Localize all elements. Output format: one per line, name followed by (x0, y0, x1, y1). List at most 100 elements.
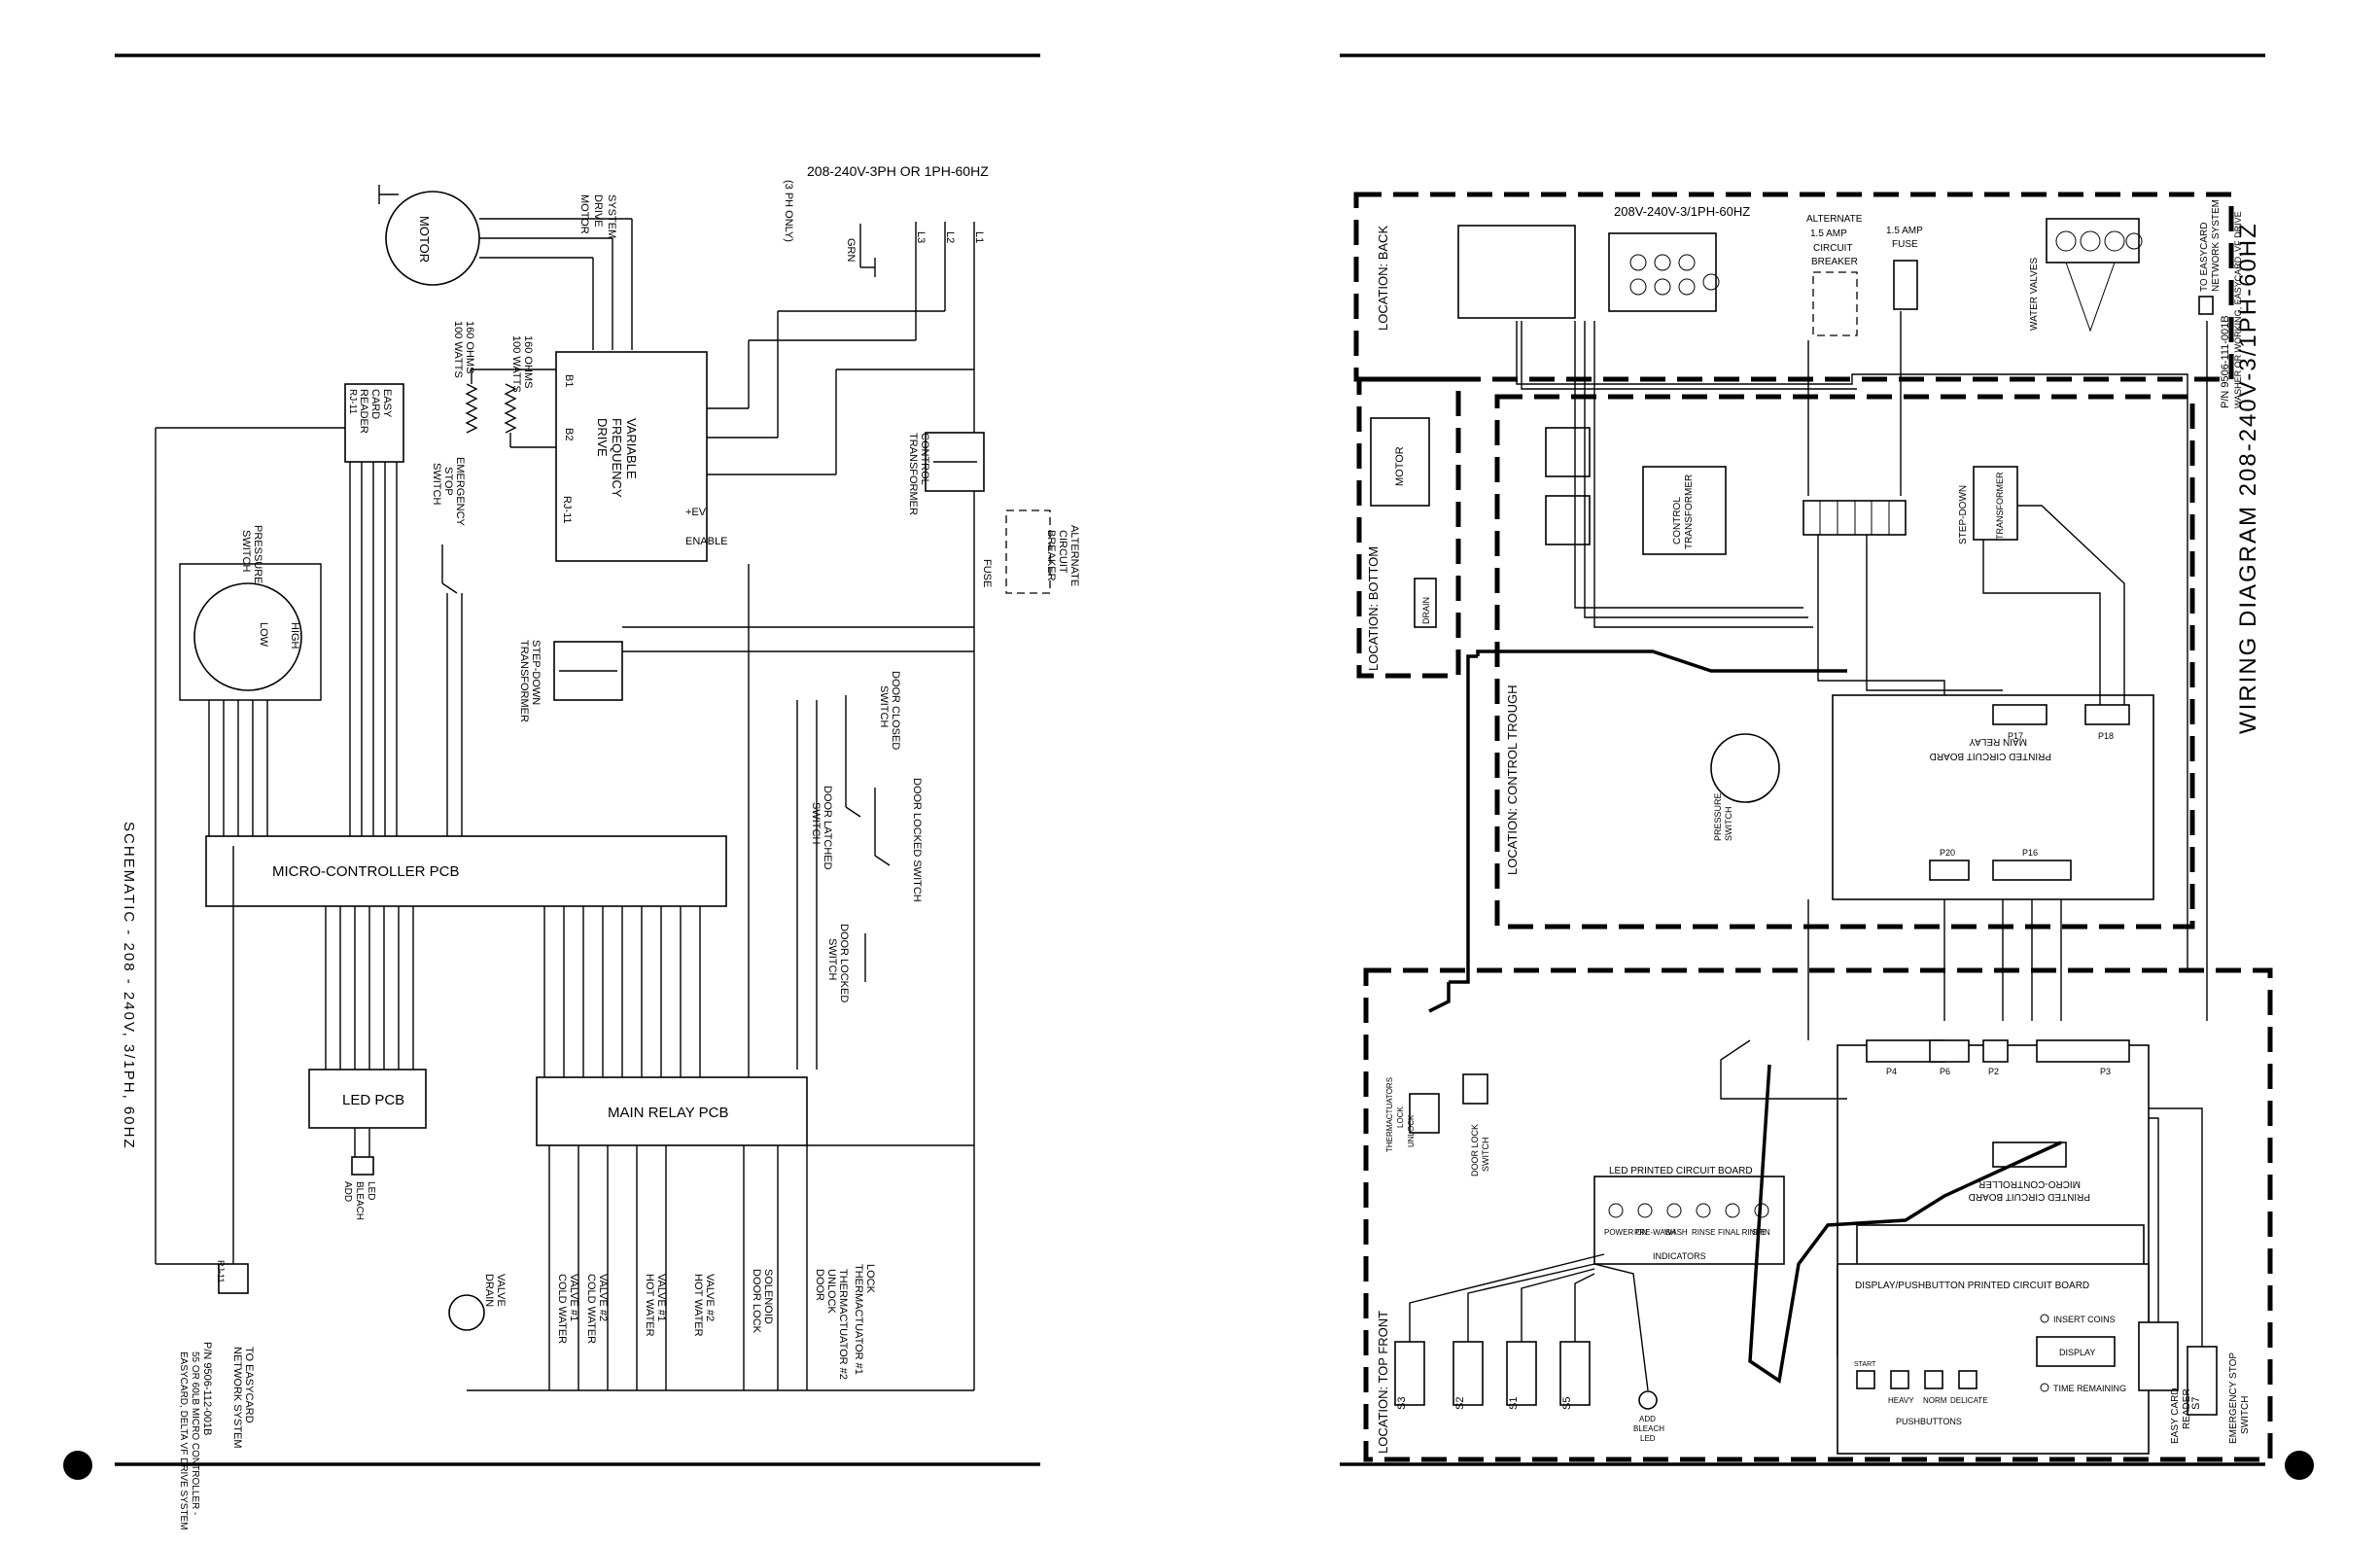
thermact1-label-2: LOCK (864, 1264, 876, 1294)
network-connection: RJ-11 TO EASYCARD NETWORK SYSTEM P/N 950… (155, 496, 255, 1530)
delicate-label: DELICATE (1950, 1396, 1988, 1405)
resistor1-watts: 100 WATTS (452, 321, 464, 378)
led-pcb: LED PCB ADD BLEACH LED (308, 1069, 427, 1220)
wiring-stepdown-label-2: TRANSFORMER (1995, 472, 2005, 540)
conn-p21-label: P6 (1940, 1067, 1950, 1076)
wiring-harness (1449, 311, 2208, 1040)
wiring-ctrl-tr-label-2: TRANSFORMER (1684, 474, 1695, 549)
conn-p6 (2036, 1039, 2130, 1063)
indicator-leds (1608, 1203, 1769, 1218)
breaker-label-2: CIRCUIT (1057, 530, 1068, 574)
indicators-label: INDICATORS (1653, 1251, 1706, 1261)
wiring-door-lock-label-1: DOOR LOCK (1470, 1124, 1480, 1176)
solenoid-label-1: DOOR LOCK (751, 1269, 762, 1334)
front-harness (1409, 982, 2203, 1391)
heavy-label: HEAVY (1888, 1396, 1914, 1405)
cold1-label-1: COLD WATER (556, 1274, 568, 1344)
wiring-network-jack (2198, 296, 2214, 315)
cold1-label-2: VALVE #1 (568, 1274, 579, 1321)
card-reader: EASY CARD READER RJ-11 (155, 383, 404, 836)
wiring-stepdown-label-1: STEP-DOWN (1958, 485, 1969, 544)
main-relay-pcb: MAIN RELAY PCB (536, 1076, 808, 1146)
schematic-pn-desc-2: EASYCARD, DELTA VF DRIVE SYSTEM (178, 1352, 189, 1530)
motor-drive-label-3: SYSTEM (606, 194, 617, 238)
three-phase-note: (3 PH ONLY) (783, 180, 794, 242)
display-board-label: DISPLAY/PUSHBUTTON PRINTED CIRCUIT BOARD (1855, 1281, 2089, 1291)
switch-s3: S3 (1396, 1397, 1408, 1410)
supply-lines: L1 L2 L3 GRN (705, 222, 985, 525)
wiring-card-reader-label-2: READER (2182, 1388, 2192, 1429)
switch-s5: S5 (1561, 1397, 1573, 1410)
conn-p7-label: P4 (1886, 1067, 1897, 1076)
led-spin: SPIN (1752, 1228, 1770, 1237)
card-reader-label-1: EASY (381, 389, 393, 418)
vfd-enable: ENABLE (685, 536, 727, 547)
wiring-diagram: WIRING DIAGRAM 208-240V-3/1PH-60HZ 208V-… (1353, 192, 2273, 1462)
schematic-title: SCHEMATIC - 208 - 240V, 3/1PH, 60HZ (121, 822, 137, 1150)
wiring-breaker-label-3: CIRCUIT (1813, 243, 1853, 254)
switch-s1: S1 (1508, 1397, 1520, 1410)
wiring-pn-desc: WASHER OR WORKING, EASYCARD, VF DRIVE (2233, 211, 2243, 408)
zone-top-front (1363, 967, 2273, 1462)
wiring-pn: P/N 9506-111-001B (2220, 315, 2231, 408)
micro-controller-pcb: MICRO-CONTROLLER PCB (205, 835, 727, 907)
bleach-led-label-1: ADD (342, 1181, 353, 1202)
wiring-water-valves: WATER VALVES (2029, 218, 2143, 333)
wiring-bleach-led (1638, 1390, 1658, 1410)
wiring-network-label-2: NETWORK SYSTEM (2211, 199, 2222, 292)
braking-resistor-1 (1545, 427, 1591, 477)
wiring-terminal-block (1608, 232, 1717, 312)
wiring-emergency-label-1: EMERGENCY STOP (2228, 1352, 2239, 1444)
braking-resistors: 160 OHMS 100 WATTS 160 OHMS 100 WATTS (452, 321, 556, 448)
resistor2-ohms: 160 OHMS (522, 335, 534, 388)
schematic: SCHEMATIC - 208 - 240V, 3/1PH, 60HZ 208-… (121, 163, 1080, 1530)
main-relay-label-2: PRINTED CIRCUIT BOARD (1930, 751, 2051, 761)
conn-p20-label: P20 (1940, 848, 1955, 858)
norm-label: NORM (1923, 1396, 1947, 1405)
wiring-display-board (1837, 1263, 2150, 1455)
drain-valve-label-1: DRAIN (483, 1274, 495, 1307)
resistor2-watts: 100 WATTS (510, 335, 522, 393)
control-transformer: CONTROL TRANSFORMER (907, 432, 985, 515)
door-latched-label-1: DOOR LATCHED (822, 786, 833, 870)
pressure-label-2: SWITCH (240, 530, 252, 572)
wiring-bleach-label-2: BLEACH (1633, 1424, 1664, 1433)
ctrl-tr-label-1: CONTROL (919, 433, 930, 485)
conn-p18-label: P18 (2098, 731, 2114, 741)
loc-bottom: LOCATION: BOTTOM (1366, 546, 1381, 671)
zone-control-trough (1494, 394, 2195, 930)
wiring-micro-label-1: MICRO-CONTROLLER (1978, 1178, 2081, 1189)
stepdown-label-2: TRANSFORMER (518, 640, 530, 722)
delicate-button[interactable] (1958, 1370, 1978, 1389)
led-final-rinse: FINAL RINSE (1718, 1228, 1766, 1237)
card-reader-label-2: CARD (369, 389, 381, 419)
norm-button[interactable] (1924, 1370, 1943, 1389)
micro-pcb-label: MICRO-CONTROLLER PCB (272, 863, 460, 880)
wiring-drain-label: DRAIN (1421, 597, 1431, 624)
line-grn: GRN (845, 238, 857, 263)
wiring-breaker-label-4: BREAKER (1811, 257, 1858, 267)
supply-label-text: 208-240V-3PH OR 1PH-60HZ (807, 163, 989, 179)
wiring-stepdown (1973, 466, 2018, 541)
display-label: DISPLAY (2059, 1348, 2095, 1357)
display-window (2036, 1336, 2116, 1367)
wiring-bleach-label-1: ADD (1639, 1415, 1656, 1423)
thermact-lock-label: LOCK (1396, 1106, 1405, 1128)
resistor1-ohms: 160 OHMS (464, 321, 475, 373)
led-prewash: PRE-WASH (1634, 1228, 1676, 1237)
vfd-rj11: RJ-11 (561, 496, 573, 524)
wiring-bleach-label-3: LED (1640, 1434, 1656, 1443)
thermact1-label-1: THERMACTUATOR #1 (853, 1264, 864, 1375)
start-button[interactable] (1856, 1370, 1875, 1389)
vfd-label-2: FREQUENCY (610, 418, 624, 498)
wiring-led-board (1593, 1176, 1785, 1265)
heavy-button[interactable] (1890, 1370, 1909, 1389)
schematic-pn-desc-1: 55 OR 60LB MICRO CONTROLLER - (190, 1352, 200, 1515)
conn-p16-label: P16 (2022, 848, 2038, 858)
micro-to-relay-wiring (543, 906, 701, 1077)
conn-p17 (1992, 704, 2048, 725)
bleach-led-label-3: LED (366, 1181, 376, 1200)
insert-coins-label: INSERT COINS (2053, 1315, 2116, 1324)
door-closed-label-2: SWITCH (878, 685, 890, 727)
